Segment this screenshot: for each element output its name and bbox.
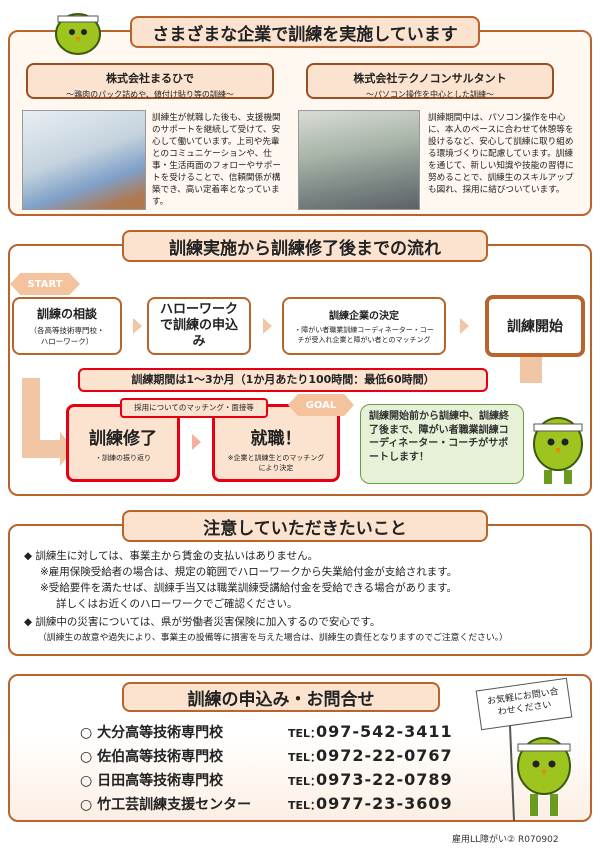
footer-code: 雇用LL障がい② R070902	[452, 835, 559, 845]
flow-connector	[22, 378, 40, 458]
start-label: START	[10, 273, 80, 295]
step-sub: ※企業と訓練生とのマッチングにより決定	[227, 453, 325, 472]
step-title: 就職！	[250, 428, 302, 449]
contact-phone[interactable]: 0972-22-0767	[316, 746, 453, 765]
contact-title: 訓練の申込み・お問合せ	[122, 682, 440, 712]
note-line: ◆ 訓練生に対しては、事業主から賃金の支払いはありません。	[24, 550, 319, 562]
contact-phone[interactable]: 097-542-3411	[316, 722, 453, 741]
contact-row: ○ 竹工芸訓練支援センター TEL：0977-23-3609	[80, 794, 453, 814]
photo-food-factory	[22, 110, 146, 210]
step-title: 訓練の相談	[36, 307, 97, 321]
training-period-banner: 訓練期間は1～3か月（1か月あたり100時間：最低60時間）	[78, 368, 488, 392]
contact-row: ○ 大分高等技術専門校 TEL：097-542-3411	[80, 722, 453, 742]
tel-label: TEL：	[288, 727, 322, 740]
company-card-techno: 株式会社テクノコンサルタント ～パソコン操作を中心とした訓練～	[306, 63, 554, 99]
matching-label: 採用についてのマッチング・面接等	[120, 398, 268, 418]
arrow-icon	[263, 318, 272, 334]
company-description: 訓練生が就職した後も、支援機関のサポートを継続して受けて、安心して働いています。…	[152, 113, 281, 207]
step-title: 訓練修了	[89, 428, 157, 449]
tel-label: TEL：	[288, 775, 322, 788]
contact-name: ○ 大分高等技術専門校	[80, 725, 224, 741]
company-name: 株式会社テクノコンサルタント	[353, 72, 507, 85]
step-title: ハローワークで訓練の申込み	[159, 302, 238, 349]
company-name: 株式会社まるひで	[106, 72, 194, 85]
tel-label: TEL：	[288, 751, 322, 764]
step-sub: ・障がい者職業訓練コーディネーター・コーチが受入れ企業と障がい者とのマッチング	[294, 326, 434, 344]
flow-step-decide: 訓練企業の決定・障がい者職業訓練コーディネーター・コーチが受入れ企業と障がい者と…	[282, 297, 446, 355]
company-description: 訓練期間中は、パソコン操作を中心に、本人のペースに合わせて休憩等を設けるなど、安…	[428, 113, 574, 195]
company-subtitle: ～鶏肉のパック詰めや、値付け貼り等の訓練～	[66, 90, 234, 99]
tel-label: TEL：	[288, 799, 322, 812]
arrow-icon	[192, 434, 201, 450]
contact-name: ○ 日田高等技術専門校	[80, 773, 224, 789]
flow-connector	[22, 440, 62, 458]
photo-office-pc	[298, 110, 420, 210]
notes-title: 注意していただきたいこと	[122, 510, 488, 542]
company-subtitle: ～パソコン操作を中心とした訓練～	[366, 90, 494, 99]
contact-row: ○ 日田高等技術専門校 TEL：0973-22-0789	[80, 770, 453, 790]
mascot-icon	[55, 13, 101, 55]
note-line: （訓練生の故意や過失により、事業主の設備等に損害を与えた場合は、訓練生の責任とな…	[38, 633, 508, 643]
note-line: 詳しくはお近くのハローワークでご確認ください。	[56, 598, 298, 610]
arrow-icon	[460, 318, 469, 334]
note-line: ※受給要件を満たせば、訓練手当又は職業訓練受講給付金を受給できる場合があります。	[40, 582, 458, 594]
contact-phone[interactable]: 0977-23-3609	[316, 794, 453, 813]
contact-name: ○ 竹工芸訓練支援センター	[80, 797, 252, 813]
mascot-icon	[509, 726, 571, 822]
contact-name: ○ 佐伯高等技術専門校	[80, 749, 224, 765]
flow-step-apply: ハローワークで訓練の申込み	[147, 297, 251, 355]
step-title: 訓練開始	[507, 319, 563, 335]
company-card-maruhide: 株式会社まるひで ～鶏肉のパック詰めや、値付け貼り等の訓練～	[26, 63, 274, 99]
mascot-icon	[533, 417, 583, 484]
step-title: 訓練企業の決定	[329, 311, 399, 322]
step-sub: ・訓練の振り返り	[95, 453, 151, 462]
note-line: ※雇用保険受給者の場合は、規定の範囲でハローワークから失業給付金が支給されます。	[40, 566, 458, 578]
flow-title: 訓練実施から訓練修了後までの流れ	[122, 230, 488, 262]
step-sub: （各高等技術専門校・ハローワーク）	[29, 326, 105, 346]
goal-label: GOAL	[288, 394, 354, 416]
support-bubble: 訓練開始前から訓練中、訓練終了後まで、障がい者職業訓練コーディネーター・コーチが…	[360, 404, 524, 484]
note-line: ◆ 訓練中の災害については、県が労働者災害保険に加入するので安心です。	[24, 616, 381, 628]
contact-row: ○ 佐伯高等技術専門校 TEL：0972-22-0767	[80, 746, 453, 766]
companies-title: さまざまな企業で訓練を実施しています	[130, 16, 480, 48]
arrow-icon	[133, 318, 142, 334]
notes-section	[8, 524, 592, 656]
contact-phone[interactable]: 0973-22-0789	[316, 770, 453, 789]
flow-connector	[520, 357, 542, 383]
flow-step-consult: 訓練の相談 （各高等技術専門校・ハローワーク）	[12, 297, 122, 355]
flow-step-start: 訓練開始	[485, 295, 585, 357]
